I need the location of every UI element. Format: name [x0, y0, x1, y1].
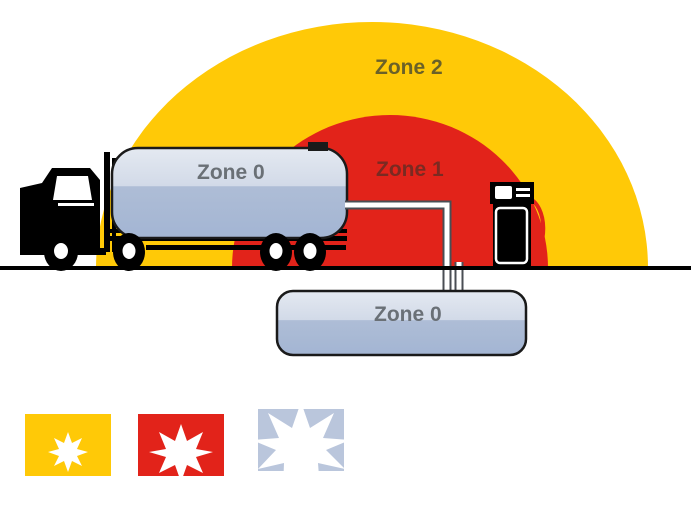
- wheel: [260, 233, 292, 271]
- wheel: [294, 233, 326, 271]
- fuel-dispenser: [490, 182, 546, 267]
- tanker-body-zone0: [110, 142, 349, 240]
- underground-tank-zone0: [275, 289, 528, 357]
- starburst-icon: [48, 432, 88, 472]
- zone-0-underground-label: Zone 0: [374, 303, 442, 326]
- zone-2-label: Zone 2: [375, 56, 443, 79]
- legend-item-zone2[interactable]: [25, 414, 111, 476]
- legend-item-zone0[interactable]: [252, 402, 350, 490]
- zone-1-label: Zone 1: [376, 158, 444, 181]
- starburst-icon: [149, 424, 213, 482]
- zone-0-tanker-label: Zone 0: [197, 161, 265, 184]
- starburst-icon: [252, 402, 350, 490]
- truck-wheels: [44, 233, 326, 271]
- legend-item-zone1[interactable]: [138, 414, 224, 482]
- legend: [25, 402, 350, 490]
- ground-line: [0, 266, 691, 270]
- wheel: [44, 233, 78, 271]
- wheel: [113, 233, 145, 271]
